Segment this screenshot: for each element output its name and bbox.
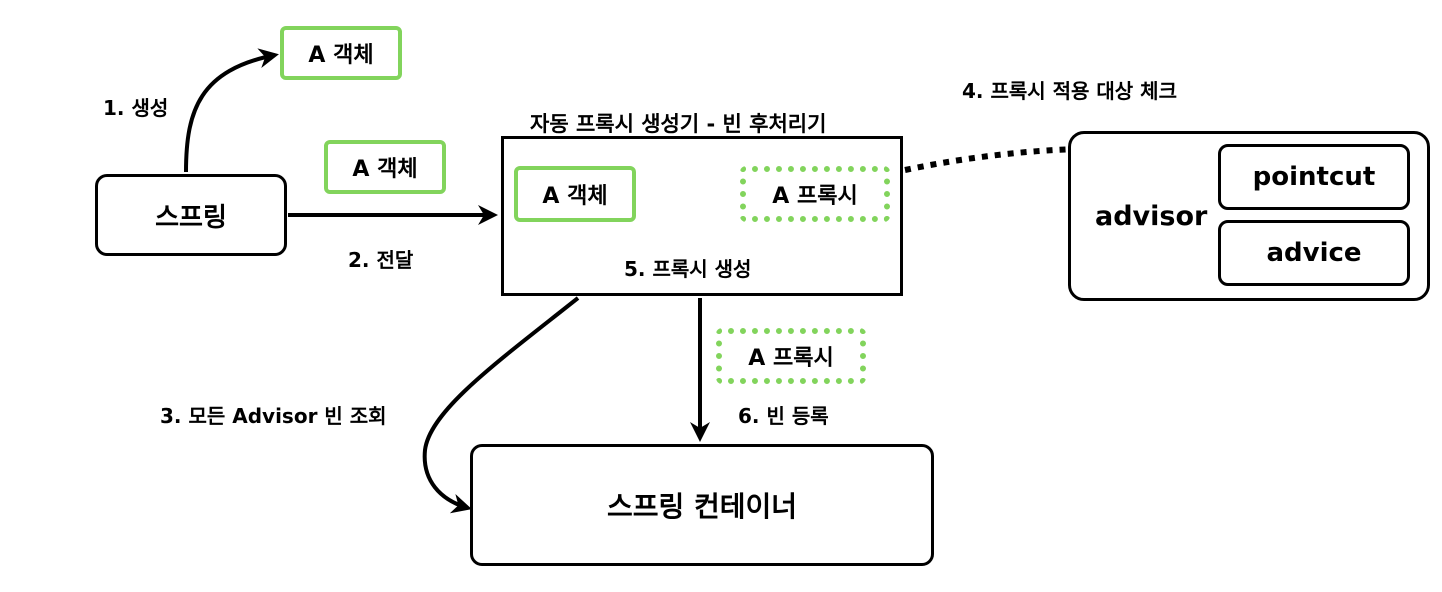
spring-container-box: 스프링 컨테이너 xyxy=(470,444,934,566)
inner-proxy-box: A 프록시 xyxy=(740,166,890,222)
advice-box: advice xyxy=(1218,220,1410,286)
spring-label: 스프링 xyxy=(155,202,227,233)
arrow-advisor-query xyxy=(422,296,580,514)
step4-label: 4. 프록시 적용 대상 체크 xyxy=(962,79,1177,103)
spring-box: 스프링 xyxy=(95,174,287,256)
auto-creator-title: 자동 프록시 생성기 - 빈 후처리기 xyxy=(530,112,827,136)
inner-proxy-label: A 프록시 xyxy=(772,184,858,209)
advisor-label: advisor xyxy=(1095,200,1208,232)
registered-proxy-box: A 프록시 xyxy=(716,328,866,384)
created-object-box: A 객체 xyxy=(280,26,402,80)
passed-object-box: A 객체 xyxy=(324,140,446,194)
inner-object-label: A 객체 xyxy=(542,184,608,209)
advice-label: advice xyxy=(1266,238,1362,268)
pointcut-label: pointcut xyxy=(1252,162,1376,192)
arrow-create xyxy=(184,48,279,173)
inner-object-box: A 객체 xyxy=(514,166,636,222)
spring-container-label: 스프링 컨테이너 xyxy=(606,490,798,523)
passed-object-label: A 객체 xyxy=(352,157,418,182)
step1-label: 1. 생성 xyxy=(103,96,169,120)
proxy-create-label: 5. 프록시 생성 xyxy=(624,257,752,281)
step3-label: 3. 모든 Advisor 빈 조회 xyxy=(160,404,387,428)
created-object-label: A 객체 xyxy=(308,43,374,68)
step6-label: 6. 빈 등록 xyxy=(738,404,829,428)
pointcut-box: pointcut xyxy=(1218,144,1410,210)
registered-proxy-label: A 프록시 xyxy=(748,346,834,371)
step2-label: 2. 전달 xyxy=(348,248,414,272)
